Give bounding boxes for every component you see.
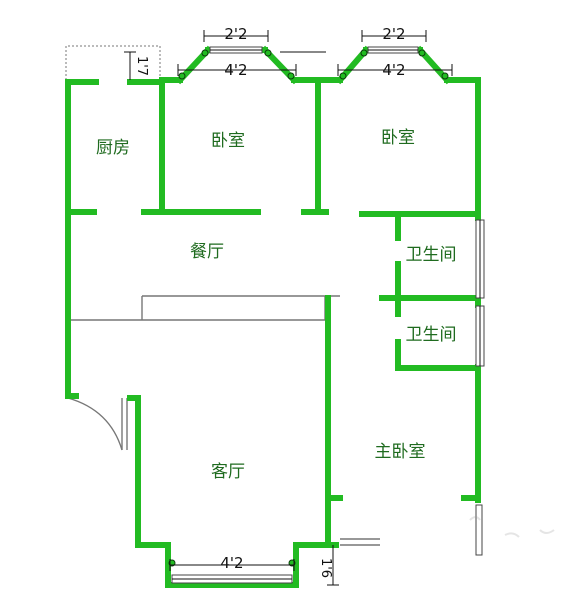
dim-label-bay-right-top: 2'2: [382, 25, 405, 43]
dim-label-balcony-depth: 1'7: [134, 56, 149, 76]
dim-label-bottom-depth: 1'6: [318, 558, 333, 578]
room-label-bedroom-right: 卧室: [381, 128, 415, 148]
dim-label-bay-bottom-width: 4'2: [220, 554, 243, 572]
walls: [65, 45, 481, 588]
dimension-lines: [124, 30, 453, 586]
windows: [171, 46, 485, 584]
room-label-bedroom-left: 卧室: [211, 131, 245, 151]
interior-partitions: [68, 295, 380, 546]
room-label-living: 客厅: [211, 462, 245, 482]
balcony-outline: [65, 45, 161, 80]
dim-label-bay-right-width: 4'2: [382, 61, 405, 79]
room-label-bath-lower: 卫生间: [406, 325, 457, 345]
dimension-labels: 2'2 4'2 2'2 4'2 4'2 1'7 1'6: [134, 25, 406, 578]
door-swing: [67, 397, 128, 451]
room-label-master-bedroom: 主卧室: [375, 442, 426, 462]
dim-label-bay-left-width: 4'2: [224, 61, 247, 79]
room-label-bath-upper: 卫生间: [406, 245, 457, 265]
room-labels: 厨房 卧室 卧室 餐厅 卫生间 卫生间 主卧室 客厅: [96, 128, 457, 482]
room-label-dining: 餐厅: [190, 242, 224, 262]
room-label-kitchen: 厨房: [96, 138, 130, 158]
watermark-marks: [469, 516, 555, 538]
dim-label-bay-left-top: 2'2: [224, 25, 247, 43]
